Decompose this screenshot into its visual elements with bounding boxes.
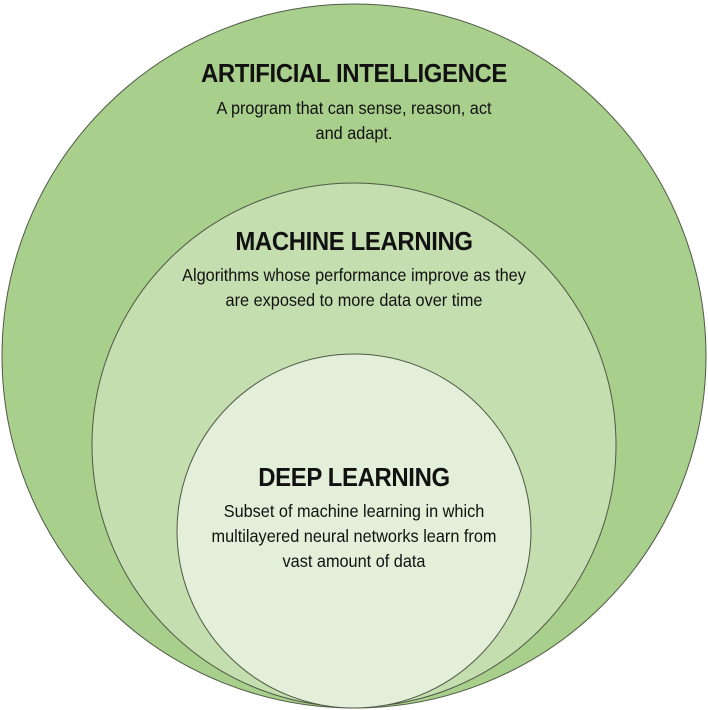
machine-learning-description: Algorithms whose performance improve as … — [25, 263, 683, 313]
machine-learning-title: MACHINE LEARNING — [235, 226, 473, 256]
deep-learning-description-line: multilayered neural networks learn from — [211, 526, 497, 546]
deep-learning-description-line: Subset of machine learning in which — [223, 501, 485, 521]
artificial-intelligence-description-line: A program that can sense, reason, act — [216, 98, 492, 118]
deep-learning-description: Subset of machine learning in which mult… — [25, 499, 683, 574]
machine-learning-description-line: are exposed to more data over time — [225, 290, 483, 310]
machine-learning-description-line: Algorithms whose performance improve as … — [182, 265, 526, 285]
artificial-intelligence-description-line: and adapt. — [315, 123, 393, 143]
artificial-intelligence-description: A program that can sense, reason, act an… — [25, 96, 683, 146]
artificial-intelligence-title: ARTIFICIAL INTELLIGENCE — [200, 58, 508, 88]
deep-learning-description-line: vast amount of data — [282, 551, 426, 571]
deep-learning-title: DEEP LEARNING — [258, 462, 450, 492]
deep-learning-circle — [176, 353, 532, 709]
